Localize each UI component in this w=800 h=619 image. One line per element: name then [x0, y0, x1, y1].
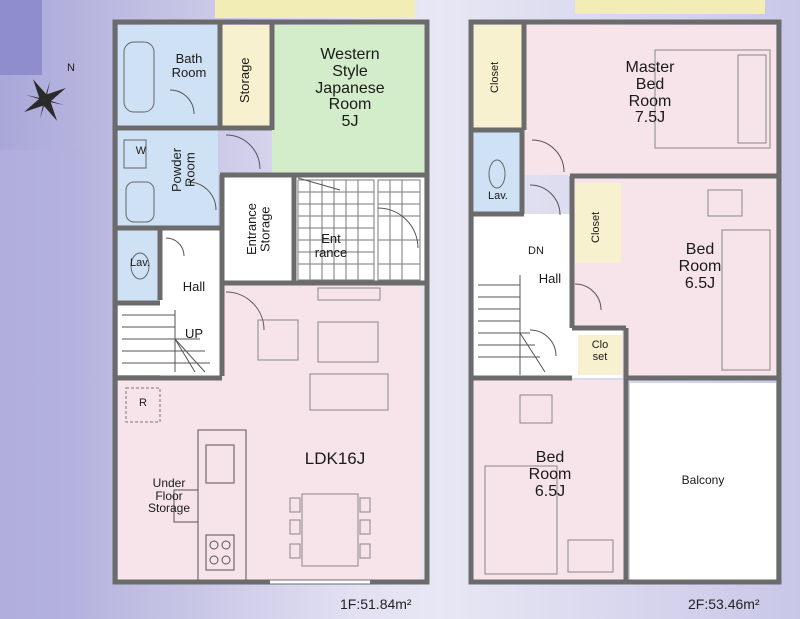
entrance-label: Ent rance — [314, 231, 348, 260]
storage-1f — [220, 25, 272, 127]
under-floor-storage-label: Under Floor Storage — [147, 476, 191, 516]
bath-room-label: Bath Room — [171, 51, 207, 80]
bathtub — [123, 41, 155, 113]
ldk-upper — [222, 285, 421, 380]
walls-1f — [112, 19, 430, 585]
hall-2f — [474, 214, 572, 378]
floor2-plan — [468, 19, 782, 585]
lav-2f-label: Lav. — [488, 190, 508, 202]
floor1-plan — [112, 19, 430, 585]
walls-2f — [468, 19, 782, 585]
washer-label: W — [135, 145, 147, 157]
master-bedroom-label: Master Bed Room 7.5J — [625, 59, 675, 127]
hall-1f-label: Hall — [182, 279, 206, 294]
entrance-tiles — [297, 179, 421, 281]
japanese-room — [272, 25, 424, 175]
storage-1f-label: Storage — [237, 57, 252, 103]
closet-small-label: Clo set — [591, 339, 609, 363]
sink — [205, 444, 235, 484]
lav-2f — [474, 130, 520, 214]
fridge-space — [125, 387, 161, 423]
up-label: UP — [184, 326, 204, 341]
closet-bed-label: Closet — [590, 211, 602, 243]
toilet-1f — [130, 252, 150, 280]
fridge-label: R — [139, 397, 147, 409]
side-lot — [0, 150, 82, 619]
closet-small — [578, 335, 622, 375]
balcony-label: Balcony — [681, 473, 725, 487]
stairs-up — [122, 310, 210, 373]
floor1-area: 1F:51.84m² — [340, 596, 412, 612]
floor2-area: 2F:53.46m² — [688, 596, 760, 612]
powder-room-label: Powder Room — [169, 147, 198, 193]
balcony — [630, 383, 776, 580]
bedroom-furniture — [484, 49, 771, 575]
sky-highlight-right — [575, 0, 765, 14]
closet-master — [474, 25, 522, 127]
compass-north-label: N — [67, 62, 75, 74]
doors-2f — [529, 139, 602, 357]
stairs-down — [478, 275, 546, 375]
washer-box — [123, 139, 147, 169]
doors-1f — [165, 89, 419, 331]
under-floor-storage-box — [173, 489, 199, 523]
bedroom-east-label: Bed Room 6.5J — [678, 241, 722, 292]
closet-bed — [575, 183, 621, 263]
dn-label: DN — [528, 245, 544, 257]
lav-1f-label: Lav. — [130, 257, 150, 269]
japanese-room-label: Western Style Japanese Room 5J — [315, 46, 385, 131]
ldk-furniture — [257, 287, 389, 567]
road-strip — [0, 0, 42, 75]
toilet-2f — [488, 159, 506, 189]
entrance-storage — [222, 175, 294, 285]
stove — [205, 534, 235, 571]
kitchen-counter — [197, 429, 247, 581]
bedroom-south-label: Bed Room 6.5J — [528, 449, 572, 500]
compass-icon — [24, 79, 66, 121]
sky-highlight-left — [215, 0, 415, 18]
entrance-storage-label: Entrance Storage — [244, 202, 273, 256]
bedroom-south — [474, 380, 626, 580]
powder-room — [118, 130, 218, 226]
hall-2f-label: Hall — [538, 271, 562, 286]
ldk-label: LDK16J — [304, 449, 366, 468]
lav-1f — [118, 228, 160, 303]
closet-master-label: Closet — [489, 61, 501, 93]
wash-basin — [125, 181, 155, 223]
